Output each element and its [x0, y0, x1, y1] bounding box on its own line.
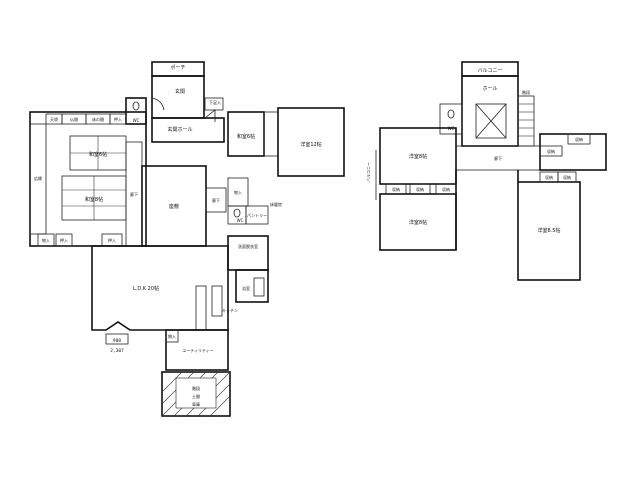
tatami-grid-8	[62, 176, 126, 220]
closet-bottom-b	[55, 233, 73, 247]
youshitsu-c-label: 洋室8.5帖	[538, 227, 561, 234]
storage-top-label: 天袋	[50, 116, 58, 122]
tokonoma-label: 床の間	[92, 116, 104, 122]
closet-2f-7-label: 収納	[547, 148, 555, 154]
garage	[161, 371, 231, 417]
stairs	[517, 95, 535, 147]
stairs-label: 階段	[522, 89, 530, 95]
toilet-1	[132, 101, 140, 111]
toilet-2	[233, 208, 241, 218]
wc-2f	[439, 103, 463, 135]
bath	[235, 269, 269, 303]
garage-hatch: 階段 土間 車庫	[161, 371, 231, 417]
washitsu-6-right-label: 和室6帖	[237, 133, 255, 140]
closet-2f-3-label: 収納	[442, 186, 450, 192]
washitsu-8-label: 和室8帖	[85, 196, 103, 203]
closet-2f-1-label: 収納	[392, 186, 400, 192]
stair-mark	[204, 109, 216, 122]
porch-label: ポーチ	[170, 64, 185, 71]
stair-treads	[518, 103, 534, 137]
pantry-label: パントリー	[247, 213, 267, 218]
washitsu-12-label: 洋室12帖	[300, 141, 321, 148]
closet-2f-4-label: 収納	[545, 174, 553, 180]
closet-right	[263, 111, 279, 157]
closet-a-label: 押入	[114, 116, 122, 122]
bath-label: 浴室	[242, 285, 250, 291]
closet-bottom-b-label: 押入	[60, 237, 68, 243]
utility	[165, 329, 229, 371]
ldk-label: L.D.K 20帖	[133, 285, 159, 292]
shoe-cabinet-label: 下足入	[209, 100, 221, 105]
entrance	[151, 75, 205, 119]
closet-a	[109, 113, 127, 125]
storage-mid-label: 物入	[234, 189, 242, 195]
garage-stairs-label: 階段	[192, 385, 200, 391]
floor-2: バルコニー ホール 階段 WC 廊下 洋室8帖 収納	[366, 61, 607, 281]
toilet-2f	[447, 109, 455, 119]
corridor-label: 廊下	[494, 155, 502, 161]
closet-2f-5	[557, 171, 577, 183]
closet-2f-5-label: 収納	[563, 174, 571, 180]
hall-small-label: 廊下	[212, 197, 220, 203]
garage-note-1: 土間	[192, 393, 200, 399]
floor-2-connectors	[455, 170, 519, 250]
dim-900: 900	[113, 338, 121, 344]
closet-2f-2-label: 収納	[416, 186, 424, 192]
entrance-hall	[151, 117, 225, 143]
wash-room	[227, 235, 269, 271]
pantry	[245, 205, 269, 225]
closet-bottom-a	[37, 233, 55, 247]
void-skylight	[475, 103, 507, 139]
ldk	[91, 245, 229, 331]
youshitsu-b-label: 洋室8帖	[409, 219, 427, 226]
closet-2f-7	[539, 145, 563, 157]
storage-u	[165, 329, 179, 343]
wc-1-label: WC	[133, 118, 140, 123]
kitchen-label: キッチン	[222, 308, 238, 313]
hall-label: ホール	[482, 86, 497, 92]
balcony-label: バルコニー	[478, 68, 503, 74]
entrance-hall-label: 玄関ホール	[167, 126, 192, 133]
tatami-grid-north	[70, 136, 126, 170]
floor-1: ポーチ 玄関 下足入 玄関ホール WC 天袋 仏間 床の間 押入 広縁	[29, 61, 345, 417]
garage-stair-box	[175, 377, 217, 409]
floor-heating-note: 床暖房	[270, 201, 282, 207]
hall-small	[205, 187, 227, 213]
wc-2-label: WC	[237, 218, 244, 223]
entrance-door-swing	[151, 97, 165, 111]
corridor-left-label: 広縁	[34, 175, 42, 181]
entrance-label: 玄関	[175, 88, 185, 95]
washitsu-12	[277, 107, 345, 177]
hallway-label: 廊下	[130, 191, 138, 197]
balcony-side-label: バルコニー	[366, 162, 371, 182]
closet-bottom-c-label: 押入	[108, 237, 116, 243]
closet-2f-6-label: 収納	[575, 136, 583, 142]
washitsu-6-north-label: 和室6帖	[89, 151, 107, 158]
wash-room-label: 洗面脱衣室	[238, 243, 258, 249]
storage-u-label: 物入	[168, 333, 176, 339]
zashiki-label: 座敷	[169, 203, 179, 210]
shoe-cabinet	[204, 97, 224, 111]
wc-1	[125, 97, 147, 125]
garage-note-2: 車庫	[192, 401, 200, 407]
kitchen-counter	[195, 285, 207, 331]
bathtub	[253, 277, 265, 297]
dim-2307: 2,307	[110, 348, 124, 354]
kitchen-island	[211, 285, 223, 317]
butsuma-label: 仏間	[70, 116, 78, 122]
japanese-wing	[29, 111, 147, 247]
youshitsu-a-label: 洋室8帖	[409, 153, 427, 160]
closet-2f-6	[567, 133, 591, 145]
closet-bottom-a-label: 物入	[42, 237, 50, 243]
bay-window	[105, 333, 129, 345]
utility-label: ユーティリティー	[182, 347, 214, 353]
